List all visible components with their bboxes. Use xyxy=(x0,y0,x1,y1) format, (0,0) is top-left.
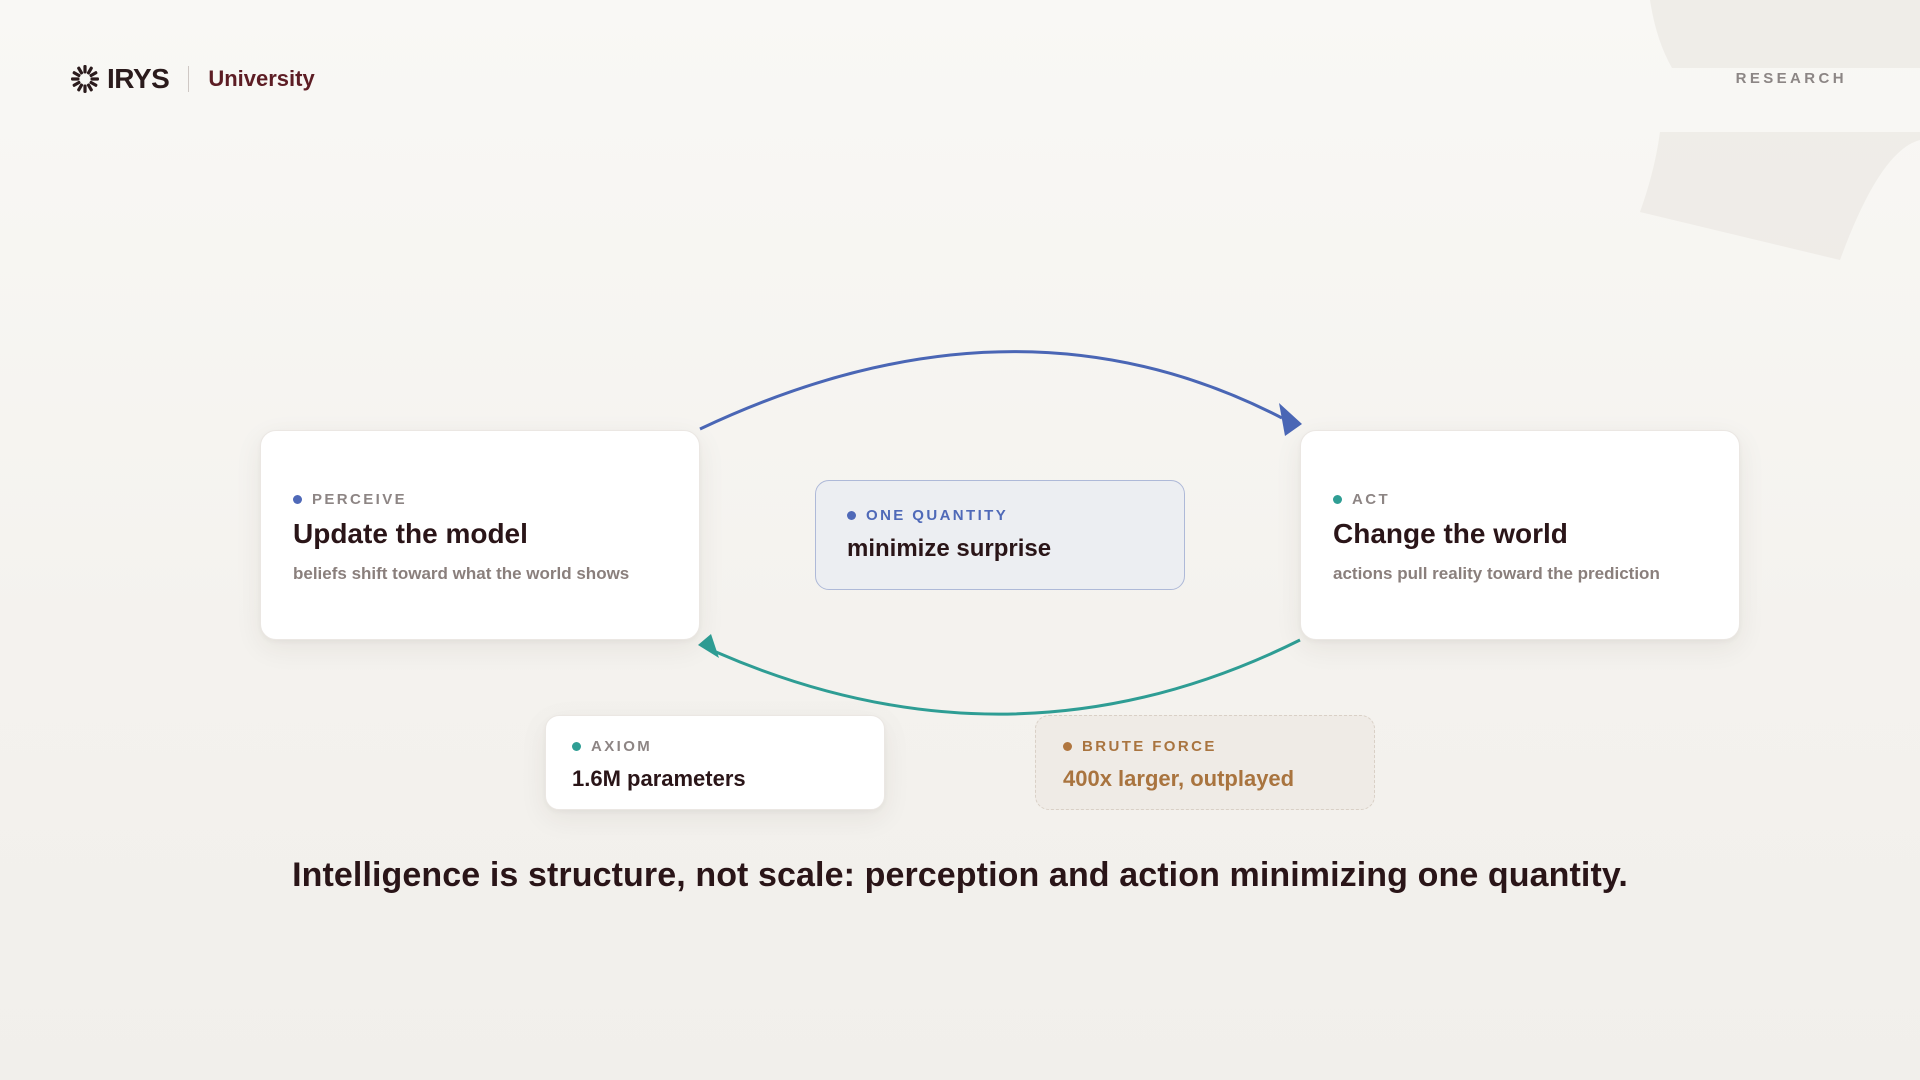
act-subtitle: actions pull reality toward the predicti… xyxy=(1333,564,1660,583)
perceive-tag: PERCEIVE xyxy=(293,491,699,508)
axiom-tag-label: AXIOM xyxy=(591,738,653,755)
brute-force-tag: BRUTE FORCE xyxy=(1063,738,1374,755)
logo-text: IRYS xyxy=(107,63,170,94)
section-label: RESEARCH xyxy=(1735,70,1847,87)
axiom-value: 1.6M parameters xyxy=(572,766,746,791)
axiom-card: AXIOM 1.6M parameters xyxy=(545,715,885,810)
center-box: ONE QUANTITY minimize surprise xyxy=(815,480,1185,590)
header-divider xyxy=(188,66,190,92)
axiom-tag: AXIOM xyxy=(572,738,884,755)
perceive-card: PERCEIVE Update the model beliefs shift … xyxy=(260,430,700,640)
brute-force-value: 400x larger, outplayed xyxy=(1063,766,1295,791)
act-tag: ACT xyxy=(1333,491,1739,508)
center-dot xyxy=(847,511,856,520)
center-tag: ONE QUANTITY xyxy=(847,507,1184,524)
center-tag-label: ONE QUANTITY xyxy=(866,507,1009,524)
header-subtitle: University xyxy=(208,66,315,91)
perceive-title: Update the model xyxy=(293,518,528,549)
bottom-arc-arrow xyxy=(715,638,1301,716)
center-title: minimize surprise xyxy=(847,535,1052,562)
logo[interactable]: IRYS xyxy=(70,63,170,95)
top-arrowhead-icon xyxy=(1279,403,1302,436)
brute-force-tag-label: BRUTE FORCE xyxy=(1082,738,1217,755)
perceive-dot xyxy=(293,495,302,504)
brute-force-card: BRUTE FORCE 400x larger, outplayed xyxy=(1035,715,1375,810)
act-title: Change the world xyxy=(1333,518,1568,549)
bottom-arrowhead-icon xyxy=(698,634,719,658)
perceive-tag-label: PERCEIVE xyxy=(312,491,408,508)
brute-force-dot xyxy=(1063,742,1072,751)
act-tag-label: ACT xyxy=(1352,491,1391,508)
perceive-subtitle: beliefs shift toward what the world show… xyxy=(293,564,630,583)
sunburst-logo-icon xyxy=(71,65,99,93)
act-card: ACT Change the world actions pull realit… xyxy=(1300,430,1740,640)
act-dot xyxy=(1333,495,1342,504)
top-arc-arrow xyxy=(699,350,1283,431)
header: IRYS University xyxy=(70,62,315,96)
conclusion-text: Intelligence is structure, not scale: pe… xyxy=(292,856,1628,894)
axiom-dot xyxy=(572,742,581,751)
